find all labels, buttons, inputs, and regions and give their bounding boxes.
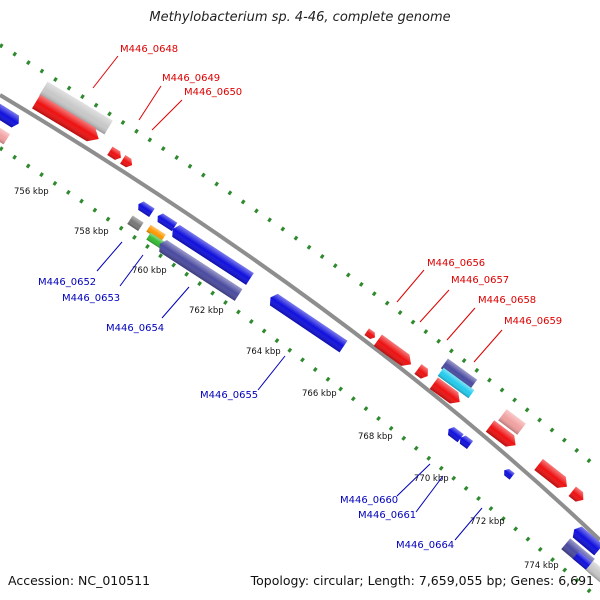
gene-feature[interactable] [146,224,166,242]
callout-lines [92,55,503,541]
genome-backbone [0,93,600,542]
gene-feature[interactable] [107,146,123,162]
gene-feature[interactable] [373,334,415,370]
scale-label: 756 kbp [14,187,49,197]
gene-feature[interactable] [0,95,22,129]
gene-label[interactable]: M446_0654 [106,323,164,334]
gene-features [0,81,600,584]
gene-label[interactable]: M446_0655 [200,390,258,401]
gene-feature[interactable] [534,459,571,492]
gene-feature[interactable] [156,238,243,301]
gene-feature[interactable] [498,409,526,435]
gene-label[interactable]: M446_0657 [451,275,509,286]
gene-label[interactable]: M446_0664 [396,540,454,551]
gene-feature[interactable] [169,223,254,285]
gene-feature[interactable] [39,81,113,135]
gene-label[interactable]: M446_0653 [62,293,120,304]
gene-feature[interactable] [485,420,520,450]
gene-feature[interactable] [457,434,474,450]
gene-feature[interactable] [437,367,475,399]
gene-label[interactable]: M446_0650 [184,87,242,98]
gene-label[interactable]: M446_0658 [478,295,536,306]
gene-feature[interactable] [585,560,600,584]
genome-info-text: Topology: circular; Length: 7,659,055 bp… [250,573,594,588]
gene-feature[interactable] [267,292,348,353]
scale-label: 764 kbp [246,347,281,357]
gene-feature[interactable] [429,377,464,408]
scale-labels: 756 kbp 758 kbp 760 kbp 762 kbp 764 kbp … [14,187,559,571]
accession-text: Accession: NC_010511 [8,573,151,588]
scale-label: 774 kbp [524,561,559,571]
scale-label: 766 kbp [302,389,337,399]
gene-feature[interactable] [155,212,178,232]
gene-feature[interactable] [446,425,464,443]
gene-label[interactable]: M446_0661 [358,510,416,521]
gene-feature[interactable] [364,328,377,340]
gene-feature[interactable] [127,215,144,232]
gene-label[interactable]: M446_0648 [120,44,178,55]
scale-label: 758 kbp [74,227,109,237]
scale-label: 760 kbp [132,266,167,276]
gene-feature[interactable] [568,486,587,505]
gene-feature[interactable] [0,119,10,145]
scale-label: 762 kbp [189,306,224,316]
scale-label: 770 kbp [414,474,449,484]
gene-feature[interactable] [502,467,515,480]
gene-feature[interactable] [32,94,103,146]
gene-feature[interactable] [440,358,478,390]
gene-labels: M446_0648 M446_0649 M446_0650 M446_0652 … [38,44,562,551]
scale-label: 772 kbp [470,517,505,527]
gene-feature[interactable] [136,200,155,218]
scale-label: 768 kbp [358,432,393,442]
gene-feature[interactable] [570,524,600,556]
gene-feature[interactable] [120,155,135,169]
gene-feature[interactable] [414,364,431,381]
gene-label[interactable]: M446_0656 [427,258,485,269]
map-title: Methylobacterium sp. 4-46, complete geno… [149,10,451,25]
gene-label[interactable]: M446_0649 [162,73,220,84]
gene-label[interactable]: M446_0652 [38,277,96,288]
gene-label[interactable]: M446_0659 [504,316,562,327]
gene-label[interactable]: M446_0660 [340,495,398,506]
